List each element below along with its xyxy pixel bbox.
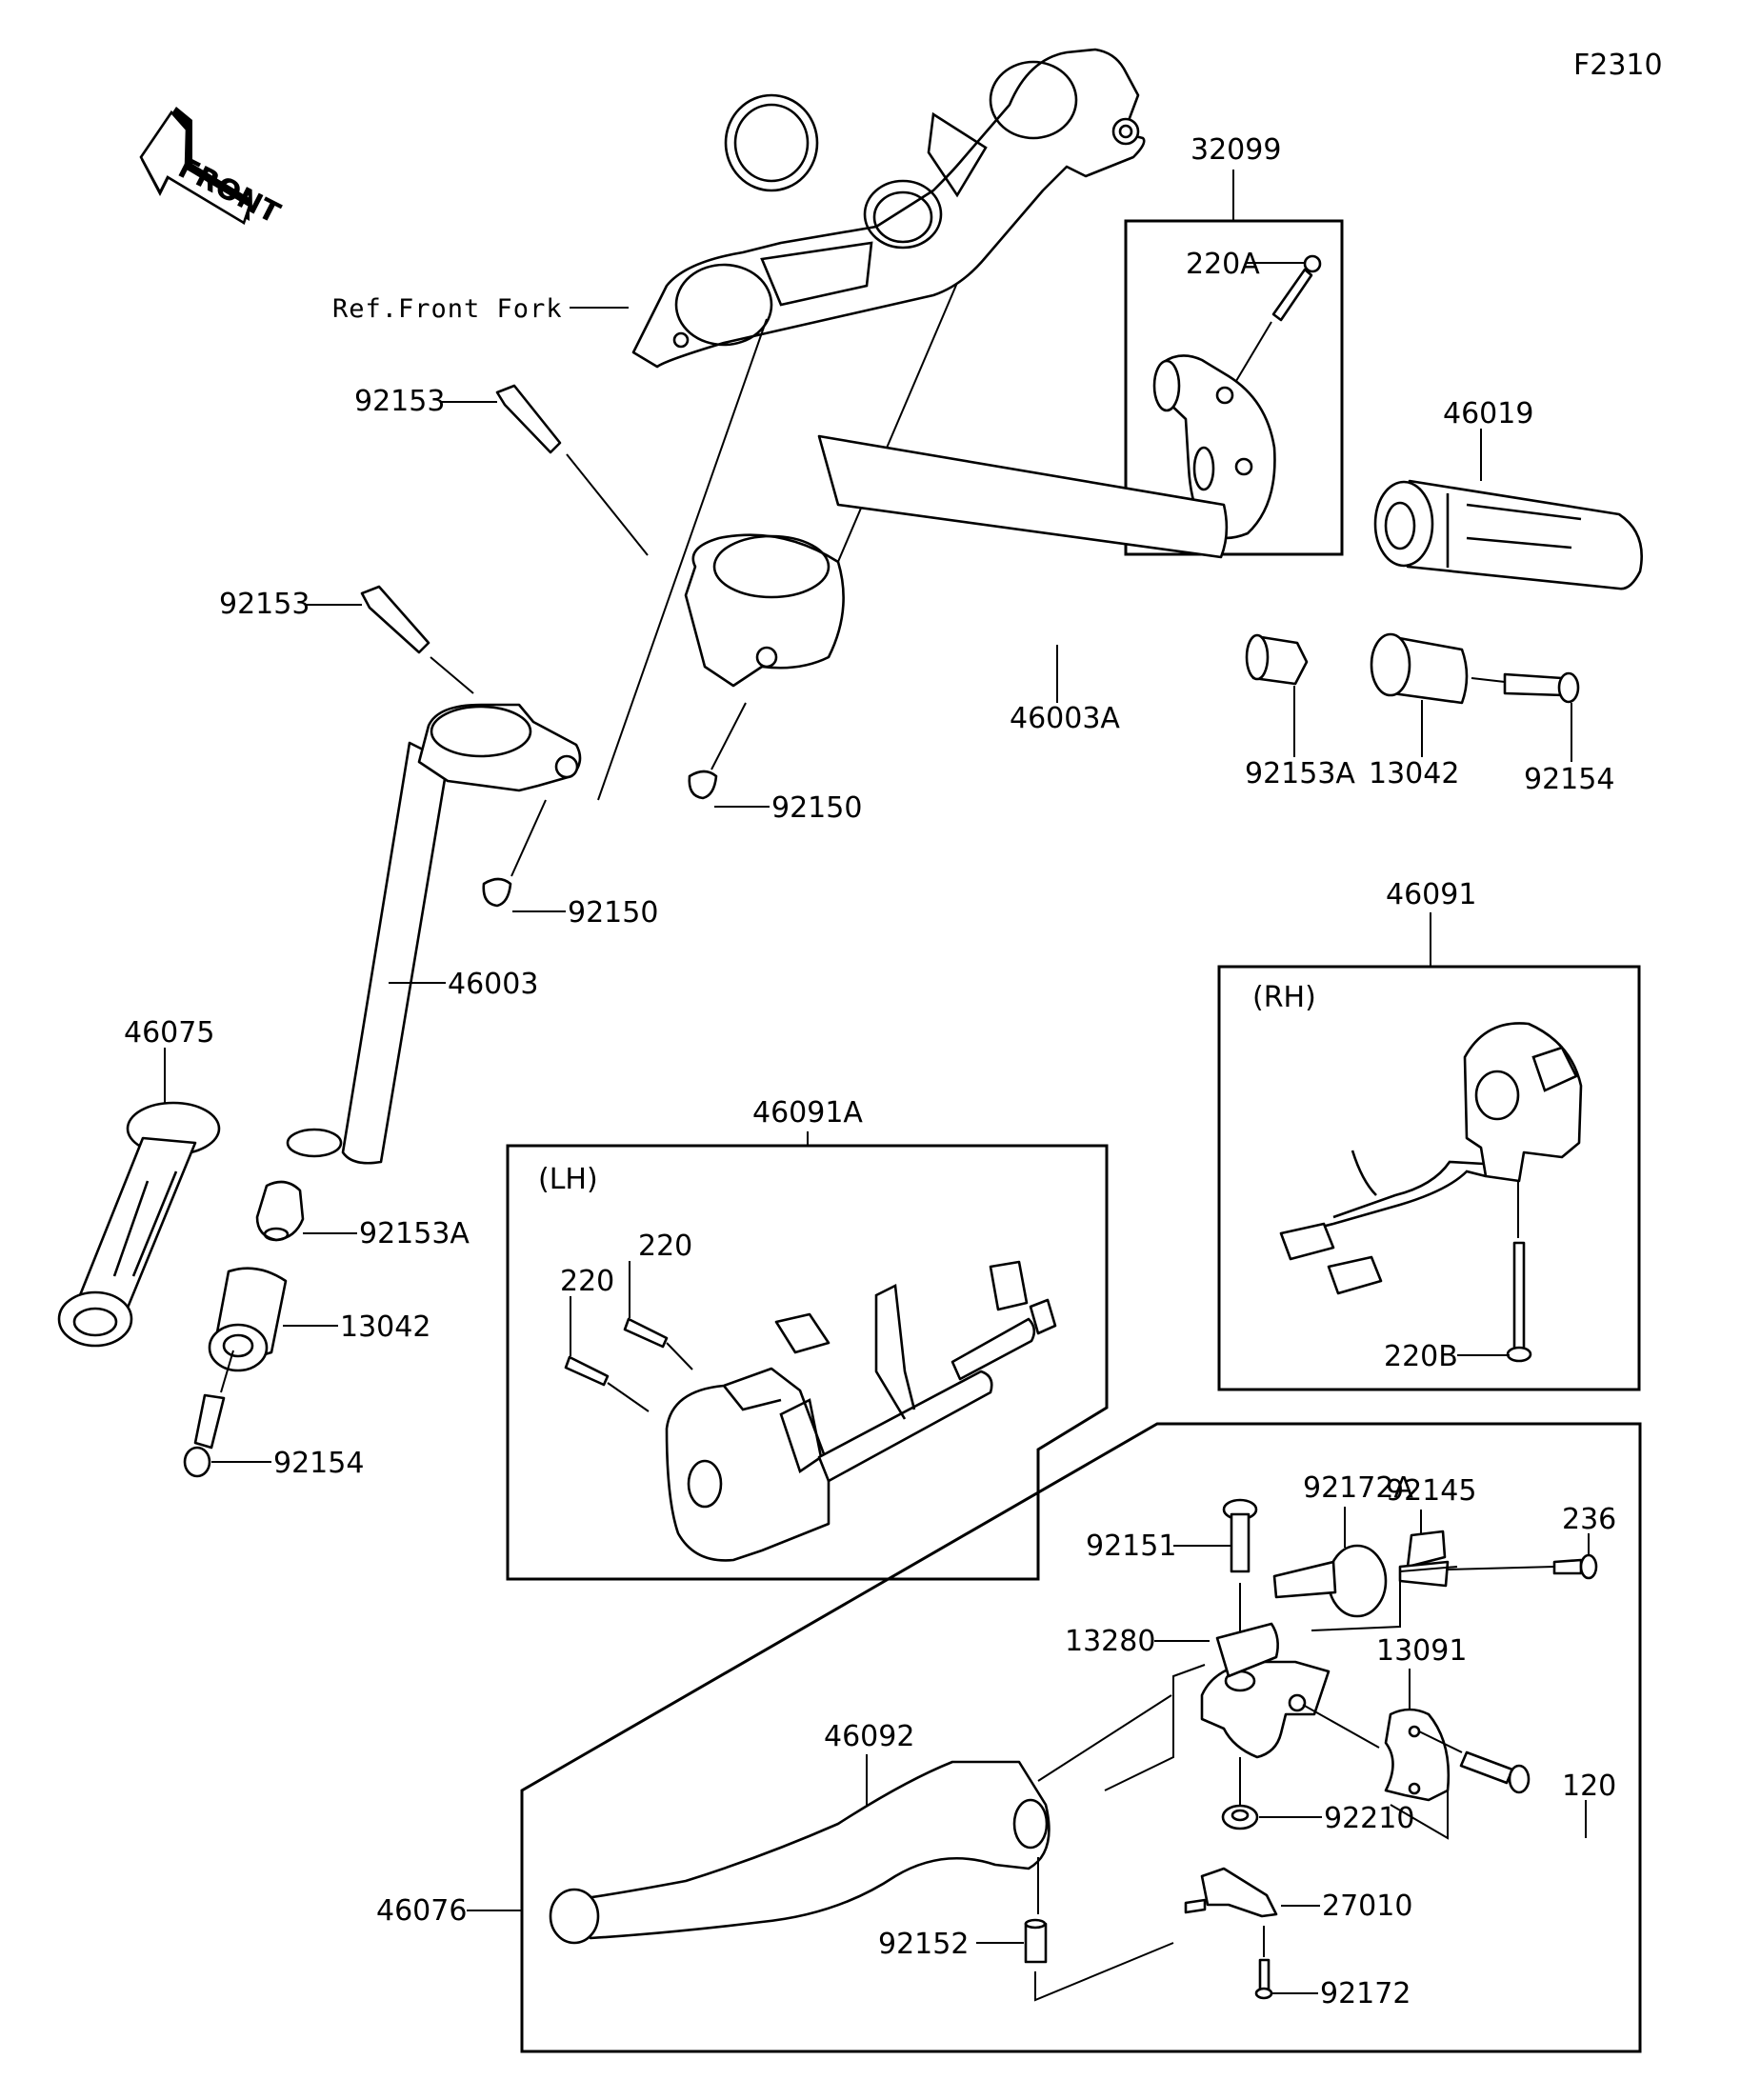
part-92172-label: 92172 — [1320, 1977, 1411, 2010]
bar-end-weight-13042-right — [1370, 632, 1469, 705]
part-92154-left-label: 92154 — [273, 1447, 364, 1480]
plug-92153A-left — [255, 1180, 305, 1242]
plug-92153A-right — [1245, 633, 1309, 686]
lh-side-label: (LH) — [538, 1163, 598, 1196]
part-46003-label: 46003 — [448, 968, 538, 1001]
throttle-case-group-box — [1124, 219, 1344, 556]
part-92153-lower-label: 92153 — [219, 588, 310, 621]
throttle-grip-46019 — [1373, 479, 1643, 590]
part-13042-right-label: 13042 — [1369, 757, 1459, 790]
part-92153A-left-label: 92153A — [359, 1217, 470, 1250]
part-120-label: 120 — [1562, 1770, 1616, 1803]
bolt-92153-upper — [495, 384, 562, 454]
bolt-120 — [1459, 1750, 1531, 1794]
collar-92152 — [1024, 1918, 1048, 1964]
group-46076-label: 46076 — [376, 1894, 467, 1928]
bolt-92154-left — [183, 1393, 226, 1478]
ref-front-fork-note: Ref.Front Fork — [332, 294, 563, 324]
lh-switch-housing-46091A — [665, 1260, 1057, 1562]
part-46019-label: 46019 — [1443, 397, 1533, 430]
screw-220B — [1506, 1241, 1532, 1363]
lever-46092 — [549, 1760, 1051, 1945]
clamp-13091 — [1384, 1708, 1451, 1802]
part-220-upper-label: 220 — [638, 1230, 692, 1263]
group-32099-label: 32099 — [1191, 133, 1281, 167]
lever-holder-13280 — [1200, 1622, 1331, 1759]
part-13042-left-label: 13042 — [340, 1310, 430, 1344]
rh-switch-housing-46091 — [1279, 1022, 1583, 1295]
bolt-92153-lower — [360, 585, 430, 654]
group-46091-label: 46091 — [1386, 878, 1476, 911]
switch-27010 — [1184, 1867, 1278, 1918]
part-92172A-label: 92172A — [1303, 1471, 1413, 1505]
part-236-label: 236 — [1562, 1503, 1616, 1536]
part-46092-label: 46092 — [824, 1720, 914, 1753]
rh-switch-group-box — [1217, 965, 1641, 1391]
part-92145-label: 92145 — [1386, 1474, 1476, 1508]
figure-code: F2310 — [1573, 49, 1663, 82]
bar-end-weight-13042-left — [208, 1267, 288, 1372]
upper-triple-clamp — [631, 48, 1146, 369]
handlebar-left-46003 — [286, 703, 582, 1165]
part-13280-label: 13280 — [1065, 1625, 1155, 1658]
front-arrow-icon: FRONT — [139, 107, 286, 230]
spring-92145 — [1398, 1530, 1450, 1588]
lh-switch-group-box — [506, 1144, 1109, 1581]
screw-92172 — [1254, 1958, 1273, 2000]
nut-92210 — [1221, 1804, 1259, 1830]
part-220A-label: 220A — [1186, 248, 1260, 281]
pivot-bolt-92151 — [1222, 1498, 1258, 1573]
part-13091-label: 13091 — [1376, 1634, 1467, 1668]
adjuster-knob-92172A — [1272, 1544, 1388, 1618]
bolt-92154-right — [1503, 671, 1580, 704]
part-27010-label: 27010 — [1322, 1890, 1412, 1923]
group-46091A-label: 46091A — [752, 1096, 863, 1130]
screw-220-lower — [564, 1355, 610, 1387]
part-92150-right-label: 92150 — [771, 791, 862, 825]
screw-92150-left — [482, 877, 512, 908]
part-92153-upper-label: 92153 — [354, 385, 445, 418]
part-92153A-right-label: 92153A — [1245, 757, 1355, 790]
screw-220-upper — [623, 1317, 669, 1349]
screw-236 — [1552, 1553, 1598, 1580]
grip-46075 — [57, 1101, 221, 1348]
part-92154-right-label: 92154 — [1524, 763, 1614, 796]
part-220B-label: 220B — [1384, 1340, 1458, 1373]
screw-92150-right — [688, 770, 718, 800]
screw-220A — [1271, 254, 1322, 322]
part-220-lower-label: 220 — [560, 1265, 614, 1298]
part-46075-label: 46075 — [124, 1016, 214, 1050]
part-92151-label: 92151 — [1086, 1530, 1176, 1563]
part-46003A-label: 46003A — [1010, 702, 1120, 735]
handlebar-right-46003A — [684, 434, 1229, 688]
part-92152-label: 92152 — [878, 1928, 969, 1961]
rh-side-label: (RH) — [1252, 981, 1316, 1014]
lever-assembly-group-box — [520, 1422, 1642, 2053]
part-92210-label: 92210 — [1324, 1802, 1414, 1835]
part-92150-left-label: 92150 — [568, 896, 658, 930]
